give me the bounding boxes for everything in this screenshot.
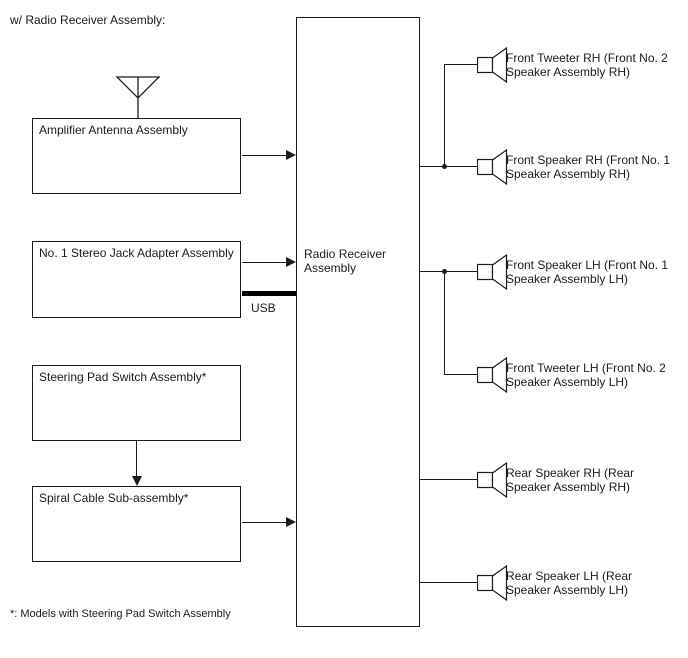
front-tweeter-rh-label: Front Tweeter RH (Front No. 2 Speaker As… (506, 51, 668, 79)
connector-line (420, 166, 478, 167)
rear-speaker-rh-label: Rear Speaker RH (Rear Speaker Assembly R… (506, 466, 635, 494)
box-label: Radio Receiver Assembly (304, 247, 387, 275)
junction-dot (442, 164, 447, 169)
connector-line (242, 262, 287, 263)
speaker-icon (477, 462, 508, 498)
connector-line (444, 271, 445, 375)
footnote: *: Models with Steering Pad Switch Assem… (10, 608, 231, 620)
box-label: No. 1 Stereo Jack Adapter Assembly (39, 246, 234, 260)
connector-line (420, 271, 478, 272)
diagram-title: w/ Radio Receiver Assembly: (10, 13, 166, 27)
box-label: Spiral Cable Sub-assembly* (39, 491, 189, 505)
connector-line (242, 522, 287, 523)
speaker-icon (477, 254, 508, 290)
radio-receiver-assembly-box: Radio Receiver Assembly (296, 17, 420, 627)
connector-line (420, 479, 478, 480)
front-tweeter-lh-label: Front Tweeter LH (Front No. 2 Speaker As… (506, 361, 666, 389)
antenna-icon (114, 75, 162, 119)
box-label: Amplifier Antenna Assembly (39, 123, 188, 137)
arrow-right-icon (286, 150, 296, 160)
stereo-jack-adapter-assembly-box: No. 1 Stereo Jack Adapter Assembly (32, 241, 241, 318)
speaker-icon (477, 47, 508, 83)
arrow-down-icon (132, 476, 142, 486)
connector-line (136, 441, 137, 477)
connector-line (445, 64, 478, 65)
arrow-right-icon (286, 257, 296, 267)
steering-pad-switch-assembly-box: Steering Pad Switch Assembly* (32, 365, 241, 441)
usb-label: USB (251, 301, 276, 315)
front-speaker-lh-label: Front Speaker LH (Front No. 1 Speaker As… (506, 258, 669, 286)
connector-line (242, 155, 287, 156)
connector-line (445, 374, 478, 375)
usb-connection-bar (242, 291, 296, 296)
box-label: Steering Pad Switch Assembly* (39, 370, 207, 384)
rear-speaker-lh-label: Rear Speaker LH (Rear Speaker Assembly L… (506, 569, 633, 597)
speaker-icon (477, 149, 508, 185)
front-speaker-rh-label: Front Speaker RH (Front No. 1 Speaker As… (506, 153, 671, 181)
amplifier-antenna-assembly-box: Amplifier Antenna Assembly (32, 118, 241, 194)
speaker-icon (477, 357, 508, 393)
arrow-right-icon (286, 517, 296, 527)
connector-line (420, 582, 478, 583)
spiral-cable-sub-assembly-box: Spiral Cable Sub-assembly* (32, 486, 241, 562)
connector-line (444, 64, 445, 167)
speaker-icon (477, 565, 508, 601)
